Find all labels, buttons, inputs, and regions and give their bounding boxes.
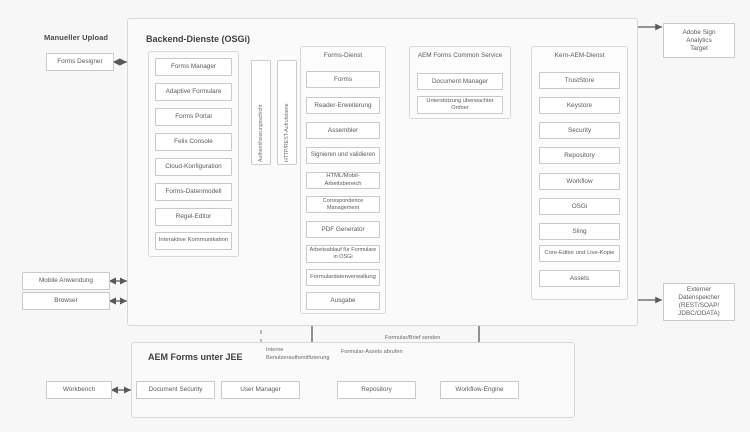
core-aem-item-core-editor-live-kopie[interactable]: Core-Editor und Live-Kopie [539,245,620,262]
core-aem-item-assets[interactable]: Assets [539,270,620,287]
jee-title: AEM Forms unter JEE [148,352,243,362]
externer-datenspeicher-box[interactable]: Externer Datenspeicher (REST/SOAP/ JDBC/… [663,283,735,321]
core-aem-item-repository[interactable]: Repository [539,147,620,164]
module-adaptive-formulare[interactable]: Adaptive Formulare [155,83,232,101]
adobe-sign-line-3: Target [690,44,708,52]
forms-dienst-item-formulardatenverwaltung[interactable]: Formulardatenverwaltung [306,269,380,286]
module-forms-portal[interactable]: Forms Portal [155,108,232,126]
forms-dienst-item-assembler[interactable]: Assembler [306,122,380,139]
forms-dienst-item-arbeitsablauf[interactable]: Arbeitsablauf für Formulare in OSGi [306,245,380,263]
forms-dienst-item-pdf-generator[interactable]: PDF Generator [306,221,380,238]
common-service-item-document-manager[interactable]: Document Manager [417,73,503,90]
datastore-line-2: Datenspeicher [678,294,720,301]
auth-layer-label: Authentifizierungsschicht [258,104,264,162]
adobe-sign-analytics-target-box[interactable]: Adobe Sign Analytics Target [663,23,735,58]
core-aem-item-security[interactable]: Security [539,122,620,139]
module-forms-datenmodell[interactable]: Forms-Datenmodell [155,183,232,201]
forms-dienst-item-correspondence-management[interactable]: Correspondence Management [306,196,380,213]
jee-item-workflow-engine[interactable]: Workflow-Engine [440,381,519,399]
module-interaktive-kommunikation[interactable]: Interaktive Kommunikation [155,232,232,250]
forms-dienst-item-forms[interactable]: Forms [306,71,380,88]
manueller-upload-title: Manueller Upload [44,33,109,42]
jee-item-user-manager[interactable]: User Manager [221,381,300,399]
core-aem-item-workflow[interactable]: Workflow [539,173,620,190]
backend-modules-group [148,51,239,257]
common-service-title: AEM Forms Common Service [417,52,503,59]
edge-label-internal-auth: Interne Benutzerauthentifizierung [266,347,330,361]
forms-dienst-item-html-mobil-arbeitsbereich[interactable]: HTML/Mobil-Arbeitsbereich [306,172,380,189]
datastore-line-3: (REST/SOAP/ [678,302,720,309]
jee-item-repository[interactable]: Repository [337,381,416,399]
auth-layer-box [251,60,271,165]
forms-designer-box[interactable]: Forms Designer [46,53,114,71]
http-rest-layer-box [277,60,297,165]
module-regel-editor[interactable]: Regel-Editor [155,208,232,226]
http-rest-layer-label: HTTP/REST-Aufrufebene [284,103,290,162]
datastore-line-1: Externer [686,286,712,293]
adobe-sign-line-2: Analytics [686,36,712,44]
adobe-sign-line-1: Adobe Sign [682,28,716,36]
forms-dienst-title: Forms-Dienst [323,52,363,59]
jee-item-document-security[interactable]: Document Security [136,381,215,399]
core-aem-item-osgi[interactable]: OSGi [539,198,620,215]
datastore-line-4: JDBC/ODATA) [678,310,720,317]
core-aem-item-truststore[interactable]: TrustStore [539,72,620,89]
forms-dienst-item-signieren-und-validieren[interactable]: Signieren und validieren [306,147,380,164]
edge-label-send-form: Formular/Brief senden [385,335,441,341]
forms-dienst-item-ausgabe[interactable]: Ausgabe [306,292,380,310]
module-felix-console[interactable]: Felix Console [155,133,232,151]
core-aem-title: Kern-AEM-Dienst [554,52,605,59]
browser-box[interactable]: Browser [22,292,110,310]
core-aem-item-sling[interactable]: Sling [539,223,620,240]
module-forms-manager[interactable]: Forms Manager [155,58,232,76]
core-aem-item-keystore[interactable]: Keystore [539,97,620,114]
forms-dienst-item-reader-erweiterung[interactable]: Reader-Erweiterung [306,97,380,114]
backend-dienste-title: Backend-Dienste (OSGi) [146,34,251,44]
module-cloud-konfiguration[interactable]: Cloud-Konfiguration [155,158,232,176]
workbench-box[interactable]: Workbench [46,381,112,399]
edge-label-fetch-assets: Formular-Assets abrufen [341,349,403,355]
jee-container [131,342,575,418]
mobile-anwendung-box[interactable]: Mobile Anwendung [22,272,110,290]
common-service-item-ueberwachter-ordner[interactable]: Unterstützung überwachter Ordner [417,96,503,114]
